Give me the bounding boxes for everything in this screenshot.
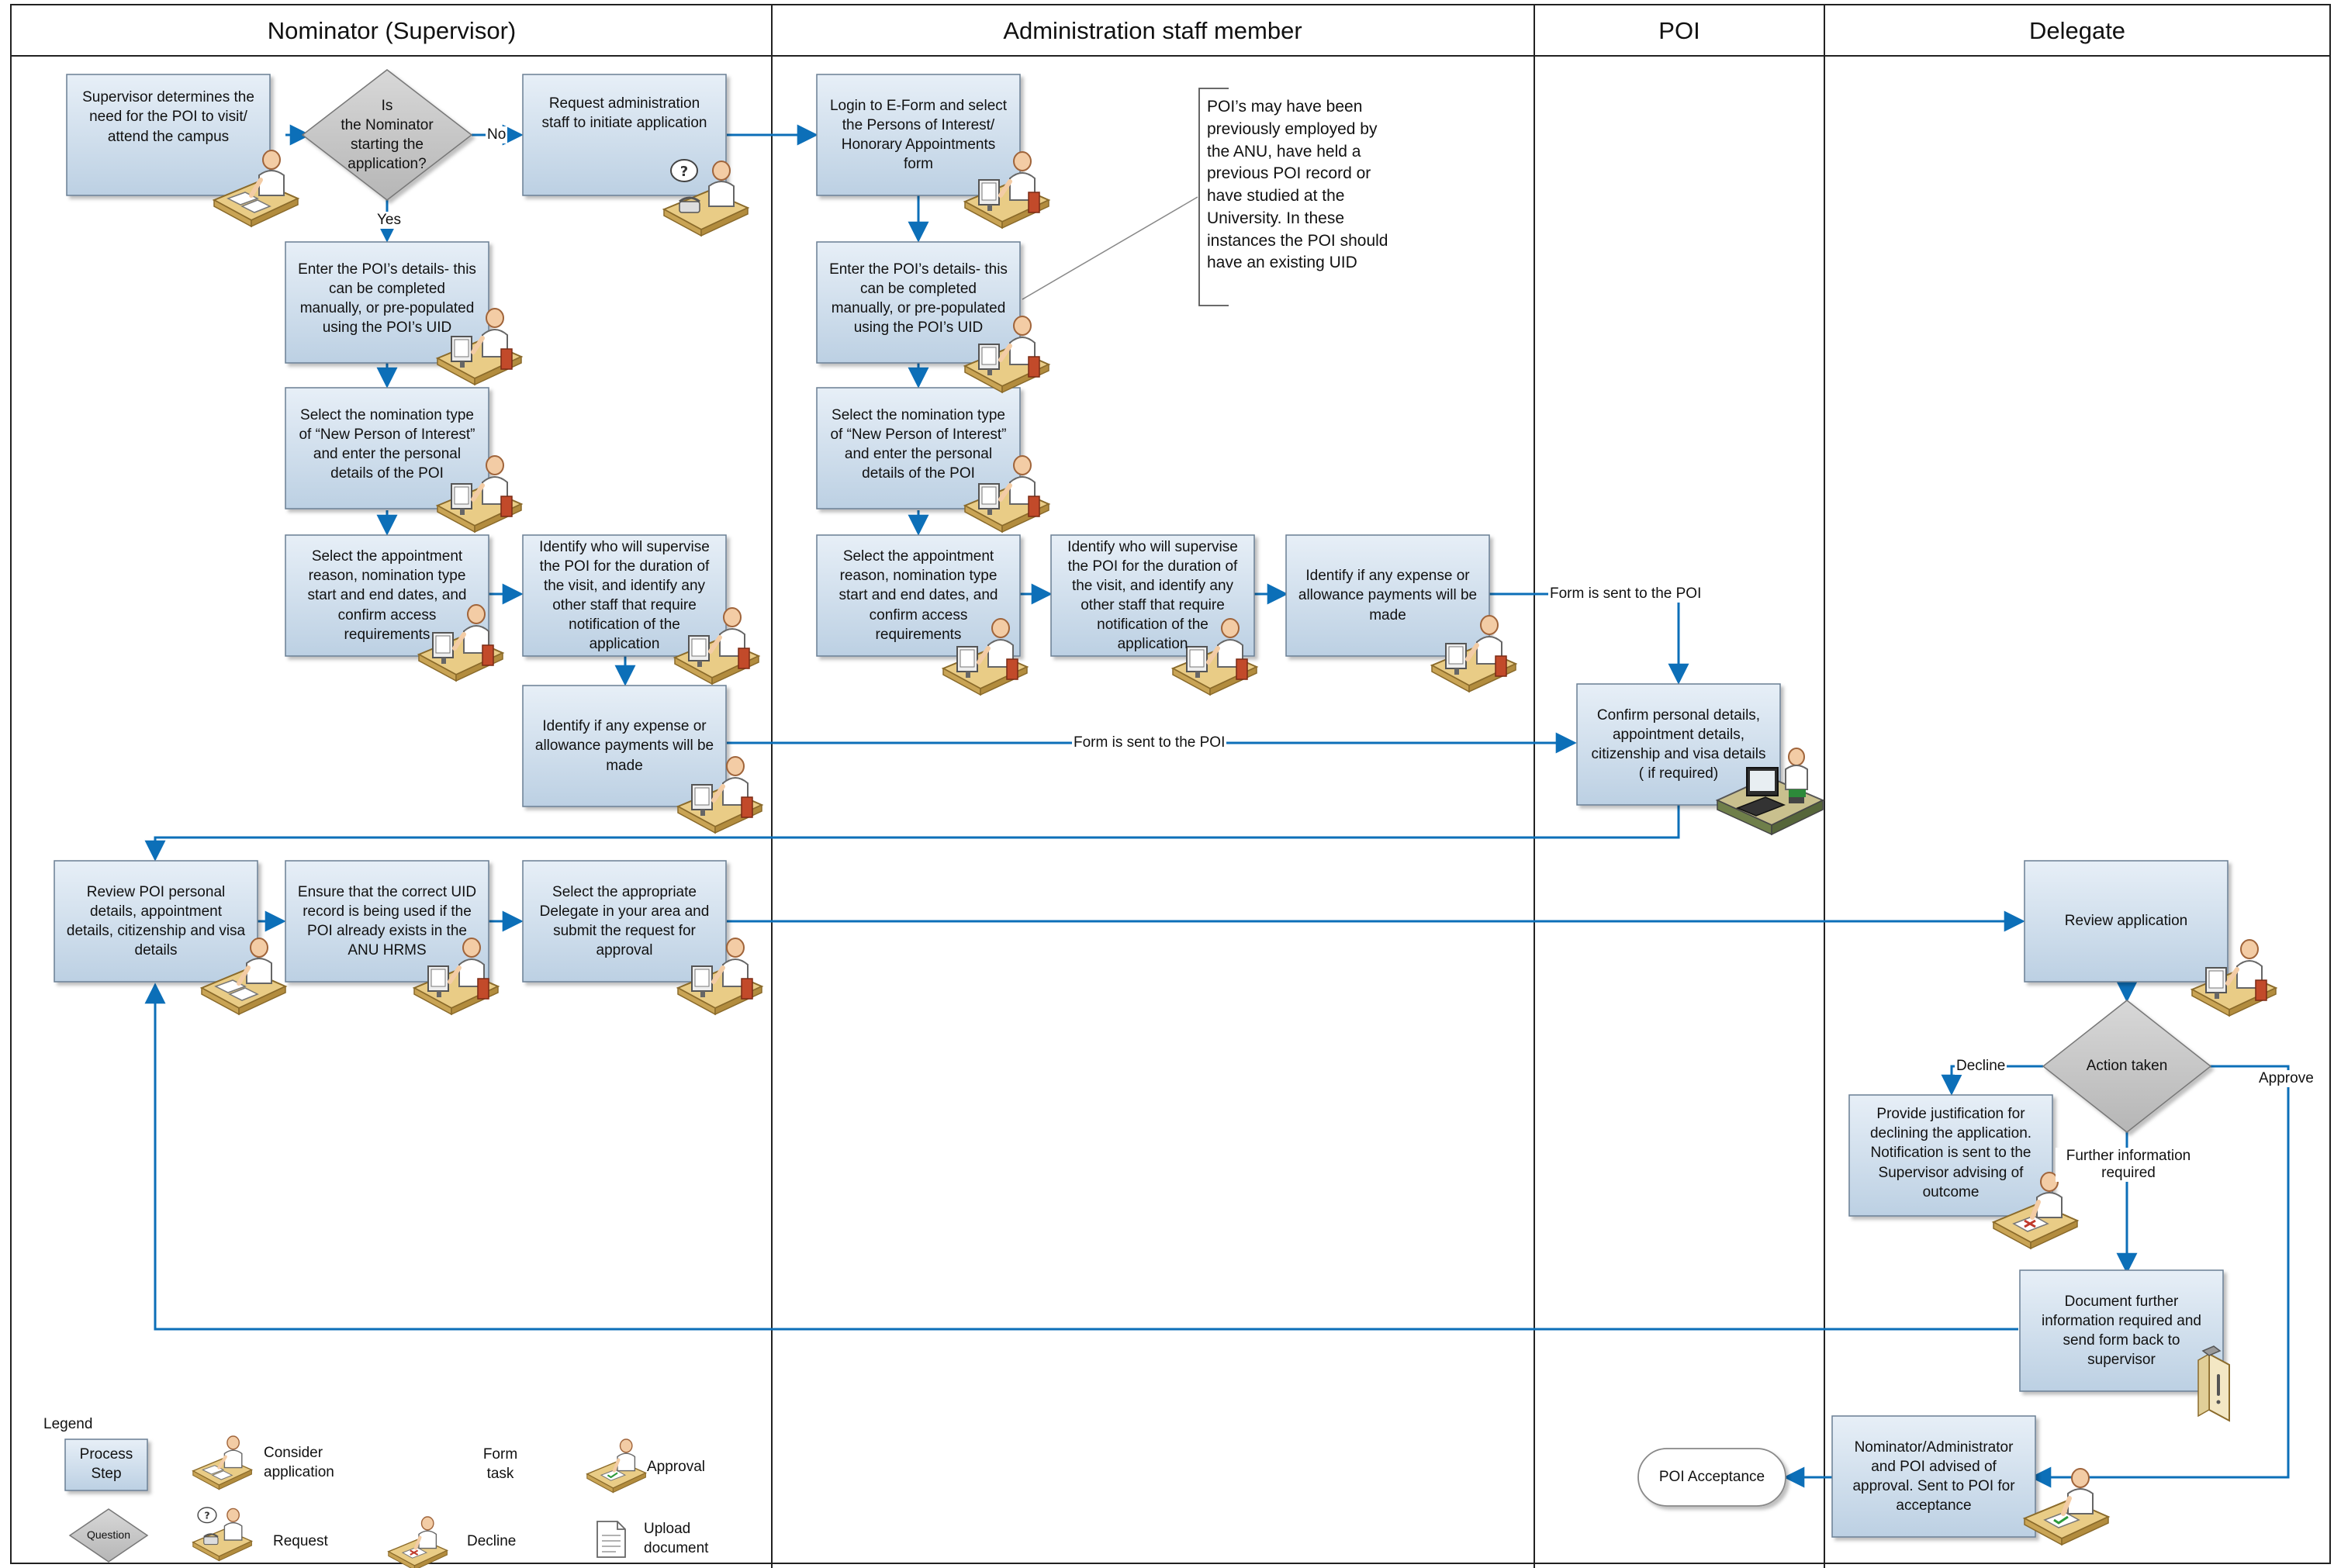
box-delegate-select: [522, 860, 727, 983]
diamond-action: [2042, 1000, 2212, 1133]
box-uid: [285, 860, 489, 983]
note-callout: [1022, 88, 1229, 306]
diamond-question: [301, 69, 473, 201]
box-a-enter-details: [816, 241, 1021, 364]
lane-title-delegate: Delegate: [2029, 17, 2125, 44]
lane-title-nominator: Nominator (Supervisor): [268, 17, 516, 44]
edge-label-no: No: [486, 126, 508, 143]
edge-label-form-sent-top: Form is sent to the POI: [1548, 585, 1703, 603]
box-d-decline: [1848, 1094, 2053, 1217]
legend-form-task: Form task: [482, 1446, 518, 1482]
legend-consider: Consider application: [264, 1445, 334, 1480]
legend: [64, 1436, 645, 1568]
document-icon: [596, 1521, 626, 1558]
legend-question-diamond: [68, 1508, 149, 1563]
legend-upload-document: Upload document: [644, 1521, 709, 1556]
terminator-poi-acceptance: [1637, 1448, 1786, 1507]
legend-process-step-swatch: [64, 1438, 148, 1491]
legend-decline: Decline: [467, 1533, 517, 1549]
box-d-further: [2019, 1269, 2224, 1392]
legend-approval: Approval: [647, 1459, 705, 1475]
edge-further-review: [144, 983, 2018, 1331]
box-appt-reason: [285, 534, 489, 657]
box-d-review: [2024, 860, 2229, 983]
legend-title: Legend: [43, 1416, 93, 1432]
lane-title-poi: POI: [1658, 17, 1699, 44]
lane-title-admin: Administration staff member: [1003, 17, 1302, 44]
edge-action-approve: [2030, 1065, 2290, 1488]
edge-label-approve: Approve: [2257, 1070, 2315, 1087]
legend-question: Question: [86, 1528, 131, 1541]
legend-process-step: Process Step: [79, 1446, 133, 1482]
box-review: [54, 860, 258, 983]
edge-confirm-review: [144, 805, 1680, 862]
edge-label-decline: Decline: [1955, 1058, 2007, 1075]
swimlane-frame: Nominator (Supervisor) Administration st…: [10, 4, 2331, 1568]
edge-action-decline: [1941, 1065, 2043, 1096]
box-a-appt-reason: [816, 534, 1021, 657]
edge-label-yes: Yes: [375, 212, 403, 229]
box-d-approved: [1831, 1415, 2036, 1538]
box-determine: [66, 74, 271, 196]
box-a-expense: [1285, 534, 1490, 657]
edge-label-form-sent-middle: Form is sent to the POI: [1072, 734, 1227, 751]
box-a-supervise: [1050, 534, 1255, 657]
box-a-login: [816, 74, 1021, 196]
edge-label-further-info: Further information required: [2056, 1148, 2201, 1182]
note-existing-uid: POI’s may have been previously employed …: [1207, 98, 1388, 272]
legend-request: Request: [273, 1533, 328, 1549]
